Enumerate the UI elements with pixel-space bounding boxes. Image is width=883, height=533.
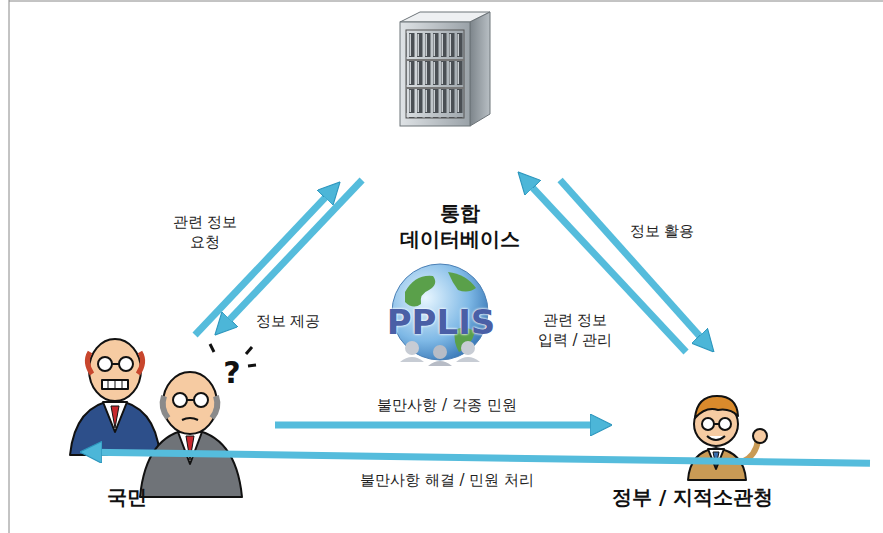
citizen-node: 국민: [80, 335, 275, 515]
edge-label: 정보 활용: [630, 222, 695, 242]
flow-arrow: [92, 452, 870, 463]
government-node: 정부 / 지적소관청: [612, 352, 870, 515]
frame-line: [9, 1, 883, 2]
edge-label: 불만사항 해결 / 민원 처리: [360, 471, 534, 491]
node-label: 정부 / 지적소관청: [612, 484, 773, 510]
flow-arrow: [223, 180, 362, 326]
node-label: 통합 데이터베이스: [390, 200, 530, 252]
edge-label: 불만사항 / 각종 민원: [377, 396, 516, 416]
edge-label: 정보 제공: [256, 312, 321, 332]
server-icon: [400, 12, 490, 126]
flow-arrow: [526, 181, 686, 352]
logo-text: PPLIS: [387, 302, 496, 342]
frame-line: [9, 0, 10, 533]
edge-label: 관련 정보 요청: [168, 213, 243, 252]
question-mark: ?: [223, 355, 240, 390]
flow-arrow: [275, 422, 600, 429]
database-node: 통합 데이터베이스: [340, 8, 580, 258]
node-label: 국민: [107, 484, 147, 510]
official-figure: [688, 396, 767, 480]
citizen-figures: [70, 339, 256, 497]
flow-arrow: [195, 191, 332, 335]
edge-label: 관련 정보 입력 / 관리: [528, 311, 623, 350]
